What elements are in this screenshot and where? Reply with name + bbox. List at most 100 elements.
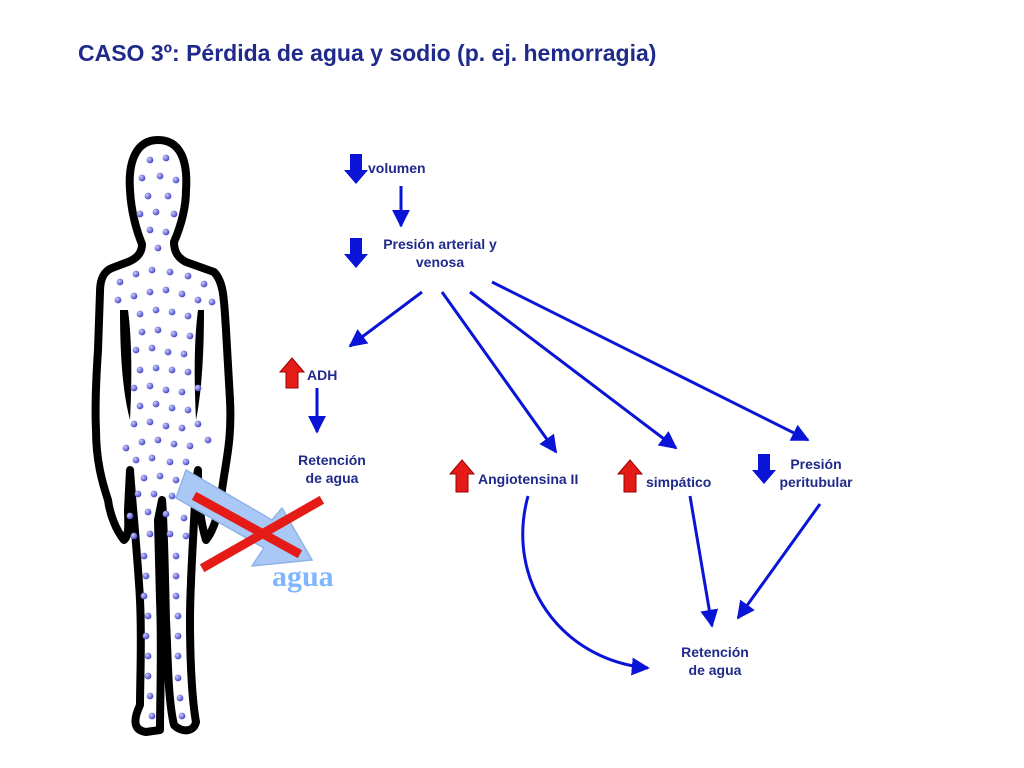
body-dot — [140, 592, 148, 600]
water-loss-label: agua — [272, 560, 334, 593]
body-dots — [114, 154, 216, 720]
up-arrow-icon — [278, 357, 306, 389]
body-dot — [148, 266, 156, 274]
body-dot — [164, 348, 172, 356]
body-dot — [152, 364, 160, 372]
body-dot — [194, 420, 202, 428]
body-dot — [172, 476, 180, 484]
left-arm-gap — [120, 310, 132, 420]
body-dot — [152, 306, 160, 314]
arrow-presion-to-angiotensina — [440, 291, 558, 454]
body-dot — [130, 292, 138, 300]
body-dot — [138, 438, 146, 446]
body-dot — [146, 156, 154, 164]
body-dot — [162, 386, 170, 394]
body-dot — [114, 296, 122, 304]
node-retencion-adh: Retención de agua — [272, 451, 392, 487]
node-retencion-adh-line2: de agua — [305, 470, 359, 486]
body-dot — [142, 572, 150, 580]
body-dot — [180, 514, 188, 522]
body-dot — [148, 712, 156, 720]
body-dot — [122, 444, 130, 452]
body-dot — [194, 296, 202, 304]
body-dot — [138, 328, 146, 336]
body-dot — [184, 272, 192, 280]
page-title: CASO 3º: Pérdida de agua y sodio (p. ej.… — [78, 40, 657, 66]
body-dot — [130, 420, 138, 428]
body-dot — [166, 530, 174, 538]
body-dot — [204, 436, 212, 444]
arrow-simpatico-to-retencion — [688, 495, 719, 628]
body-dot — [174, 612, 182, 620]
body-dot — [116, 278, 124, 286]
body-dot — [182, 458, 190, 466]
body-dot — [140, 552, 148, 560]
body-dot — [152, 400, 160, 408]
human-body-figure — [91, 136, 235, 736]
blocked-x-icon — [191, 491, 325, 573]
body-dot — [144, 612, 152, 620]
body-dot — [138, 174, 146, 182]
node-presion-peritubular: Presión peritubular — [756, 455, 876, 491]
body-dot — [146, 226, 154, 234]
up-arrow-icon — [616, 459, 644, 493]
node-presion-peritubular-line1: Presión — [790, 456, 842, 472]
body-dot — [146, 692, 154, 700]
body-dot — [144, 508, 152, 516]
body-dot — [170, 440, 178, 448]
node-volumen: volumen — [368, 160, 426, 176]
body-dot — [126, 512, 134, 520]
body-dot — [136, 402, 144, 410]
body-dot — [150, 490, 158, 498]
body-dot — [140, 474, 148, 482]
node-presion-peritubular-line2: peritubular — [779, 474, 853, 490]
node-simpatico: simpático — [646, 474, 712, 490]
body-dot — [182, 532, 190, 540]
body-dot — [136, 366, 144, 374]
body-dot — [132, 346, 140, 354]
body-dot — [176, 694, 184, 702]
body-dot — [168, 366, 176, 374]
arrow-presion-to-peritubular — [491, 280, 810, 442]
flow-arrows — [308, 186, 822, 676]
node-retencion-final-line1: Retención — [681, 644, 749, 660]
body-dot — [208, 298, 216, 306]
body-dot — [170, 330, 178, 338]
node-retencion-final: Retención de agua — [655, 643, 775, 679]
body-dot — [154, 244, 162, 252]
body-dot — [172, 572, 180, 580]
body-dot — [144, 672, 152, 680]
body-dot — [132, 270, 140, 278]
down-arrow-icon — [344, 154, 368, 184]
body-dot — [178, 424, 186, 432]
right-arm-gap — [194, 310, 204, 420]
node-presion-arterial-line2: venosa — [415, 254, 465, 270]
body-dot — [168, 404, 176, 412]
body-dot — [144, 192, 152, 200]
body-dot — [184, 312, 192, 320]
body-dot — [146, 530, 154, 538]
body-dot — [162, 154, 170, 162]
body-dot — [168, 492, 176, 500]
body-dot — [186, 442, 194, 450]
node-retencion-final-line2: de agua — [688, 662, 742, 678]
body-dot — [174, 674, 182, 682]
body-dot — [162, 286, 170, 294]
body-dot — [136, 310, 144, 318]
body-dot — [162, 510, 170, 518]
body-dot — [152, 208, 160, 216]
body-dot — [144, 652, 152, 660]
body-dot — [146, 418, 154, 426]
body-dot — [166, 458, 174, 466]
down-arrow-icon — [344, 238, 368, 268]
body-dot — [148, 454, 156, 462]
node-presion-arterial-line1: Presión arterial y — [383, 236, 497, 252]
body-dot — [162, 228, 170, 236]
body-dot — [130, 384, 138, 392]
body-dot — [162, 422, 170, 430]
body-dot — [146, 288, 154, 296]
body-dot — [172, 592, 180, 600]
body-dot — [134, 490, 142, 498]
body-dot — [174, 652, 182, 660]
